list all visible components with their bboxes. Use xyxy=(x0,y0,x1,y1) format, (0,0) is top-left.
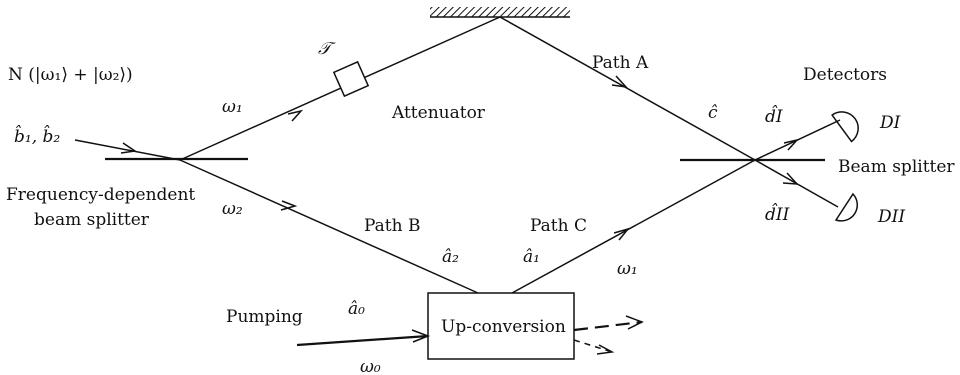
path-a-label: Path A xyxy=(592,53,649,73)
attenuator-label: Attenuator xyxy=(391,103,486,123)
detectors-label: Detectors xyxy=(803,65,887,85)
input-beam xyxy=(74,139,181,161)
pumping-label: Pumping xyxy=(226,307,303,327)
path-b xyxy=(179,159,479,294)
mode-d2-label: d̂II xyxy=(765,203,790,225)
path-omega1-upper xyxy=(179,16,501,161)
input-state-label: N (|ω₁⟩ + |ω₂⟩) xyxy=(8,65,133,85)
path-c-label: Path C xyxy=(530,216,587,236)
detector-d1-label: DI xyxy=(879,113,901,133)
detector-d2-label: DII xyxy=(877,207,905,227)
input-beam-arrow xyxy=(120,142,138,154)
path-omega1-upper-arrow xyxy=(287,109,304,122)
omega2-lower-label: ω₂ xyxy=(222,199,243,219)
path-c xyxy=(511,159,756,294)
input-modes-label: b̂₁, b̂₂ xyxy=(14,125,60,147)
path-b-arrow xyxy=(280,200,298,211)
attenuator-box xyxy=(332,60,370,98)
upconversion-output-dashed-2-arrow xyxy=(596,344,615,355)
detector-d1-icon xyxy=(831,111,859,143)
detector-d2-icon xyxy=(834,192,858,222)
mode-a1-label: â₁ xyxy=(523,247,540,267)
output-beam-d1-arrow xyxy=(783,138,800,151)
path-c-arrow xyxy=(613,227,631,241)
path-a xyxy=(499,16,756,161)
beam-splitter-label: Beam splitter xyxy=(838,157,955,177)
path-b-label: Path B xyxy=(364,216,421,236)
omega1-c-label: ω₁ xyxy=(617,259,638,279)
omega0-label: ω₀ xyxy=(360,357,381,375)
mode-d1-label: d̂I xyxy=(765,105,783,127)
mode-c-label: ĉ xyxy=(708,103,718,123)
output-beam-d2-arrow xyxy=(782,172,799,185)
upconversion-output-dashed-1-arrow xyxy=(625,315,644,330)
upconversion-box xyxy=(427,292,575,360)
fdbs-label-line1: Frequency-dependent xyxy=(6,185,195,205)
pumping-beam xyxy=(296,334,429,347)
mode-a2-label: â₂ xyxy=(442,247,459,267)
upconversion-label: Up-conversion xyxy=(441,317,566,337)
transmission-label: 𝒯 xyxy=(318,39,336,59)
pumping-beam-arrow xyxy=(411,329,431,343)
path-a-arrow xyxy=(611,75,628,89)
mirror xyxy=(430,7,570,17)
upconversion-output-dashed-2 xyxy=(573,339,613,353)
fdbs-label-line2: beam splitter xyxy=(34,210,150,230)
mode-a0-label: â₀ xyxy=(348,299,365,319)
upconversion-output-dashed-1 xyxy=(573,320,643,332)
omega1-upper-label: ω₁ xyxy=(222,97,243,117)
